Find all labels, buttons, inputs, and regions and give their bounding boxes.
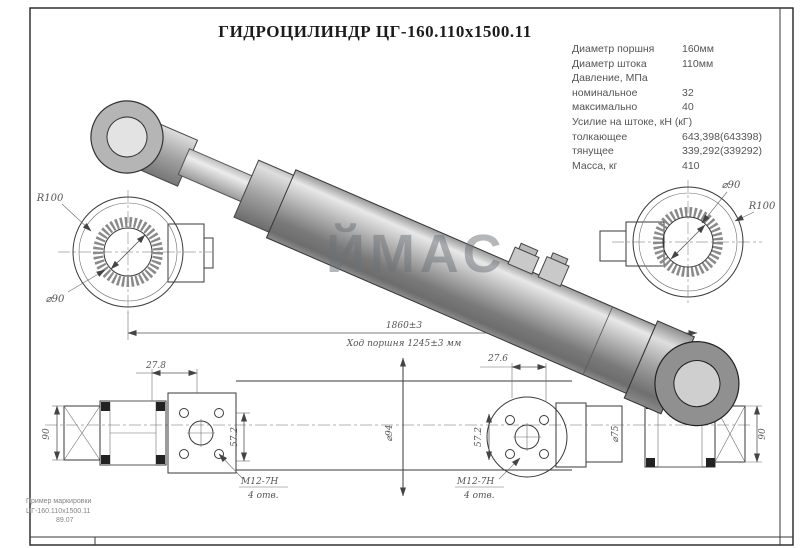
spec-row: Усилие на штоке, кН (кГ) xyxy=(572,115,777,130)
right-eye-side-view: ⌀90 R100 xyxy=(599,180,776,306)
spec-value xyxy=(682,71,777,86)
spec-value: 32 xyxy=(682,86,694,99)
dim-left-eye-width: 90 xyxy=(42,405,64,461)
spec-label: Давление, МПа xyxy=(572,72,648,85)
dim-label-left-radius: R100 xyxy=(36,193,64,204)
sheet-frame xyxy=(29,7,794,546)
spec-label: Масса, кг xyxy=(572,159,618,172)
spec-row: максимально 40 xyxy=(572,100,777,115)
rod-eye-bore xyxy=(106,116,148,158)
thread-qty-left: 4 отв. xyxy=(247,491,279,501)
rod-end-stack xyxy=(99,400,167,466)
dim-label-left-flange: 57.2 xyxy=(230,427,240,447)
dim-right-flange: 57.2 xyxy=(474,413,492,461)
marking-example-note: Пример маркировки ЦГ-160.110х1500.11 89.… xyxy=(26,497,144,526)
drawing-title: ГИДРОЦИЛИНДР ЦГ-160.110x1500.11 xyxy=(218,22,532,41)
dim-label-right-bore: ⌀90 xyxy=(722,180,741,191)
spec-row: Давление, МПа xyxy=(572,71,777,86)
thread-label-right: М12-7Н xyxy=(456,477,494,487)
dim-label-overall-length: 1860±3 xyxy=(386,321,422,331)
bushing-ring xyxy=(93,217,163,287)
spec-value: 410 xyxy=(682,159,700,172)
dim-left-offset: 27.8 xyxy=(136,361,198,401)
rear-eye-bore xyxy=(673,360,721,408)
section-cut-line: ⌀94 xyxy=(385,357,406,497)
weld-seam xyxy=(582,306,613,375)
dim-label-left-bore: ⌀90 xyxy=(46,294,65,305)
thread-label-left: М12-7Н xyxy=(240,477,278,487)
dim-label-right-flange: 57.2 xyxy=(474,427,484,447)
spec-row: Диаметр штока 110мм xyxy=(572,57,777,72)
marking-line1: Пример маркировки xyxy=(26,498,92,505)
dim-label-right-offset: 27.6 xyxy=(487,354,508,364)
dim-label-left-eye-width: 90 xyxy=(42,428,52,440)
dim-label-rod-diameter: ⌀75 xyxy=(611,425,621,442)
dim-label-left-offset: 27.8 xyxy=(145,361,166,371)
spec-row: Диаметр поршня 160мм xyxy=(572,42,777,57)
marking-line3: 89.07 xyxy=(56,517,74,524)
spec-label: Усилие на штоке, кН (кГ) xyxy=(572,115,693,128)
oil-port-1 xyxy=(507,246,540,275)
dim-label-piston-stroke: Ход поршня 1245±3 мм xyxy=(346,339,462,349)
spec-value: 160мм xyxy=(682,43,714,55)
thread-qty-right: 4 отв. xyxy=(463,491,495,501)
oil-port-2 xyxy=(537,255,570,288)
dim-left-flange: 57.2 xyxy=(230,412,250,462)
bushing-ring xyxy=(653,207,723,277)
bottom-projection-view: 90 xyxy=(42,354,768,501)
spec-label: тянущее xyxy=(572,145,614,158)
spec-table: Диаметр поршня 160мм Диаметр штока 110мм Д… xyxy=(572,42,777,173)
spec-value: 110мм xyxy=(682,57,714,70)
hydraulic-cylinder-render xyxy=(90,100,740,427)
dim-label-tube-diameter: ⌀94 xyxy=(385,424,395,441)
watermark-text: ЙМАС xyxy=(326,223,506,284)
spec-label: номинальное xyxy=(572,86,638,99)
thread-callout-right: М12-7Н 4 отв. xyxy=(455,457,521,501)
dim-right-eye-width: 90 xyxy=(745,405,768,463)
spec-row: тянущее 339,292(339292) xyxy=(572,144,777,159)
rod-eye-profile xyxy=(63,405,101,461)
spec-value: 40 xyxy=(682,101,694,114)
spec-value xyxy=(682,115,777,130)
marking-line2: ЦГ-160.110х1500.11 xyxy=(26,507,91,515)
spec-label: Диаметр штока xyxy=(572,57,647,70)
spec-row: номинальное 32 xyxy=(572,86,777,101)
spec-label: Диаметр поршня xyxy=(572,43,655,55)
dim-label-right-eye-width: 90 xyxy=(758,428,768,440)
spec-label: максимально xyxy=(572,101,638,114)
rear-flange xyxy=(486,396,587,478)
dim-label-right-radius: R100 xyxy=(748,201,776,212)
spec-label: толкающее xyxy=(572,130,628,143)
thread-callout-left: М12-7Н 4 отв. xyxy=(218,453,288,501)
left-eye-side-view: R100 ⌀90 xyxy=(36,190,214,316)
spec-row: Масса, кг 410 xyxy=(572,159,777,174)
dim-right-offset: 27.6 xyxy=(480,354,547,402)
spec-value: 643,398(643398) xyxy=(682,130,762,143)
spec-row: толкающее 643,398(643398) xyxy=(572,130,777,145)
spec-value: 339,292(339292) xyxy=(682,145,762,158)
